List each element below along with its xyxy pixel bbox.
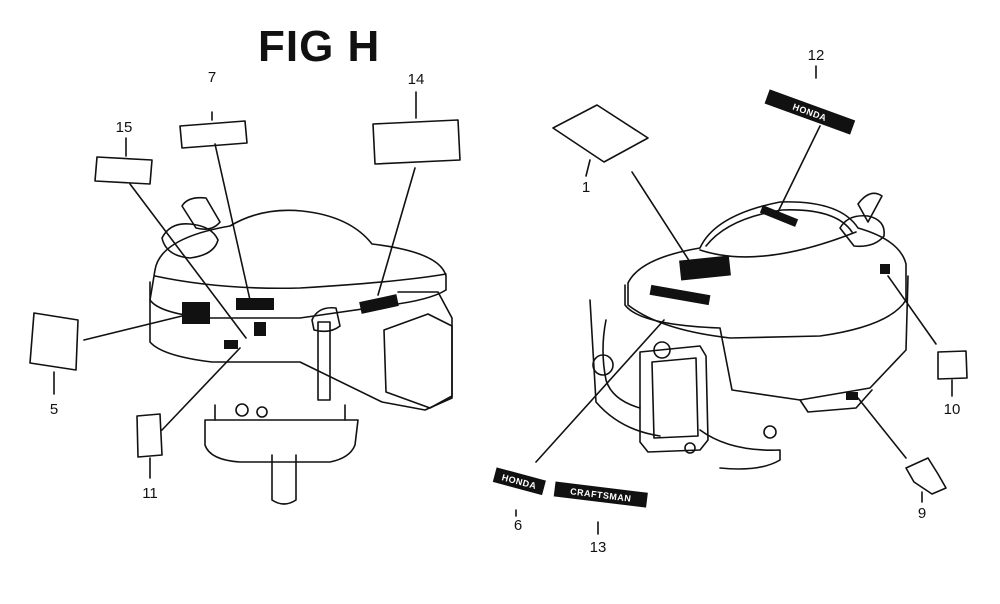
- right-engine-cover: [627, 201, 907, 339]
- label-tag-1: [552, 104, 649, 163]
- callout-15: 15: [116, 119, 133, 136]
- left-crankshaft: [271, 454, 297, 505]
- leader-15: [129, 183, 247, 339]
- left-engine: [149, 196, 453, 505]
- callout-11: 11: [142, 485, 158, 502]
- left-engine-base: [204, 419, 359, 463]
- leader-14: [377, 167, 416, 296]
- left-decal-7-mark: [236, 298, 274, 310]
- leader-10: [887, 275, 937, 345]
- right-decal-1-mark: [679, 255, 731, 281]
- leader-1: [631, 171, 691, 263]
- left-air-filter: [383, 313, 453, 409]
- callout-7: 7: [208, 69, 216, 86]
- right-decal-6-mark: [649, 284, 711, 306]
- callout-13: 13: [590, 539, 607, 556]
- decal-6-strip: [492, 467, 546, 496]
- callout-1: 1: [582, 179, 590, 196]
- right-engine: [589, 192, 909, 470]
- callout-14: 14: [408, 71, 425, 88]
- callout-6: 6: [514, 517, 522, 534]
- left-decal-11-mark: [224, 340, 238, 349]
- label-tag-14: [372, 119, 461, 165]
- label-tag-15: [94, 156, 153, 185]
- decal-12-strip: [764, 89, 856, 135]
- leader-9: [857, 397, 907, 459]
- right-fuel-cap: [839, 214, 885, 248]
- label-tag-10: [937, 350, 968, 380]
- label-tag-5: [29, 312, 79, 371]
- callout-5: 5: [50, 401, 58, 418]
- right-decal-12-mark: [759, 205, 799, 227]
- decal-13-strip: [553, 481, 648, 508]
- leader-7: [214, 143, 251, 301]
- label-tag-7: [179, 120, 248, 149]
- right-engine-block: [624, 275, 909, 401]
- left-engine-block: [149, 281, 453, 411]
- callout-12: 12: [808, 47, 825, 64]
- callout-10: 10: [944, 401, 961, 418]
- label-tag-11: [136, 413, 163, 458]
- figure-title: FIG H: [258, 22, 381, 71]
- right-decal-10-mark: [880, 264, 890, 274]
- leader-6: [535, 319, 665, 463]
- leader-11: [161, 347, 241, 431]
- left-dipstick-tube: [317, 321, 331, 401]
- left-decal-15-mark: [254, 322, 266, 336]
- label-tag-9: [905, 457, 947, 495]
- right-decal-9-mark: [846, 392, 858, 400]
- left-fuel-cap: [161, 222, 219, 259]
- decal-strips: HONDA HONDA CRAFTSMAN: [492, 89, 856, 508]
- callout-numbers: 7 14 15 5 11 12 1 10 9 6 13: [50, 47, 961, 556]
- leader-5: [83, 315, 183, 341]
- leader-12: [777, 125, 821, 213]
- left-decal-14-mark: [359, 294, 399, 314]
- right-muffler: [639, 345, 709, 453]
- left-decal-5-mark: [182, 302, 210, 324]
- callout-9: 9: [918, 505, 926, 522]
